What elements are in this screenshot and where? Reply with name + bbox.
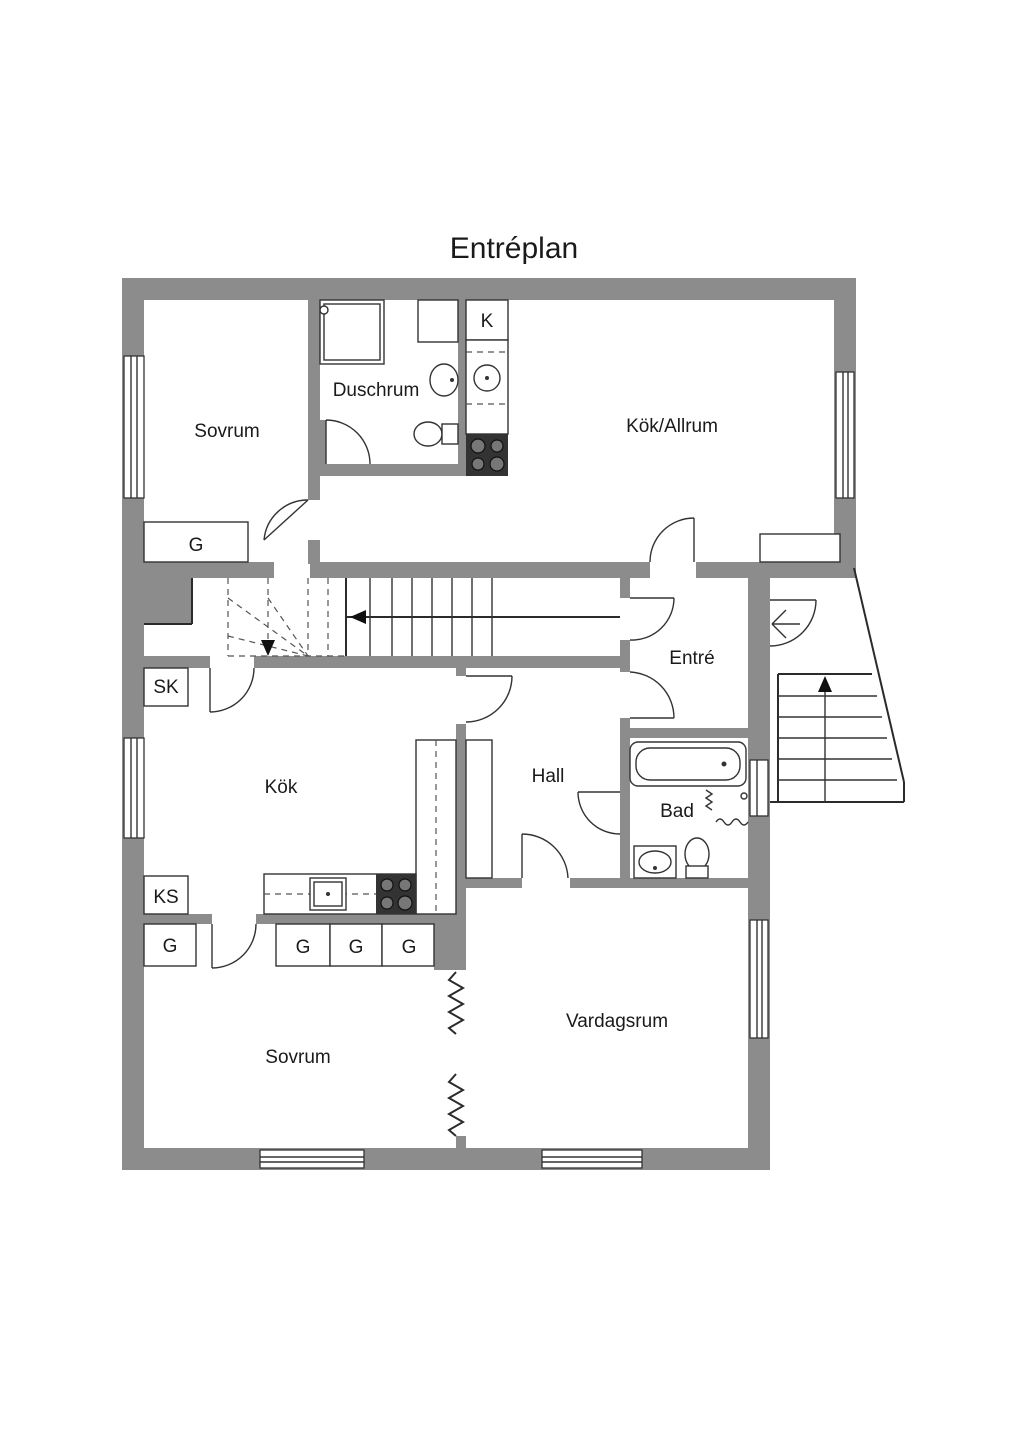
room-label-duschrum: Duschrum: [333, 380, 420, 401]
room-label-sovrum-bottom: Sovrum: [265, 1047, 330, 1068]
entry-staircase: [770, 567, 905, 803]
doors: [209, 419, 817, 969]
sovrum-top-fixtures: G: [143, 521, 249, 563]
room-labels: Sovrum Duschrum Kök/Allrum Entré Kök Hal…: [194, 380, 718, 1068]
wardrobe-label-4: G: [402, 937, 417, 958]
room-label-vardagsrum: Vardagsrum: [566, 1011, 668, 1032]
bad-fixtures: [629, 741, 749, 879]
folding-partition: [446, 971, 466, 1137]
fridge-label-ks: KS: [153, 887, 178, 908]
wardrobe-label-1: G: [163, 936, 178, 957]
room-label-kok: Kök: [265, 777, 298, 798]
internal-staircase: [144, 578, 620, 657]
room-label-bad: Bad: [660, 801, 694, 822]
room-label-entre: Entré: [669, 648, 714, 669]
kok-allrum-fixtures: K: [465, 299, 841, 563]
wardrobe-label-top: G: [189, 535, 204, 556]
closet-label-sk: SK: [153, 677, 179, 698]
wardrobe-label-2: G: [296, 937, 311, 958]
room-label-kok-allrum: Kök/Allrum: [626, 416, 718, 437]
kok-fixtures: SK KS: [143, 667, 493, 915]
duschrum-fixtures: [319, 299, 459, 447]
wardrobe-label-3: G: [349, 937, 364, 958]
plan-title: Entréplan: [450, 232, 578, 265]
sovrum-bottom-fixtures: G G G G: [143, 923, 435, 967]
fridge-label-k: K: [481, 311, 494, 332]
room-label-hall: Hall: [532, 766, 565, 787]
room-label-sovrum-top: Sovrum: [194, 421, 259, 442]
windows: [123, 355, 855, 1169]
